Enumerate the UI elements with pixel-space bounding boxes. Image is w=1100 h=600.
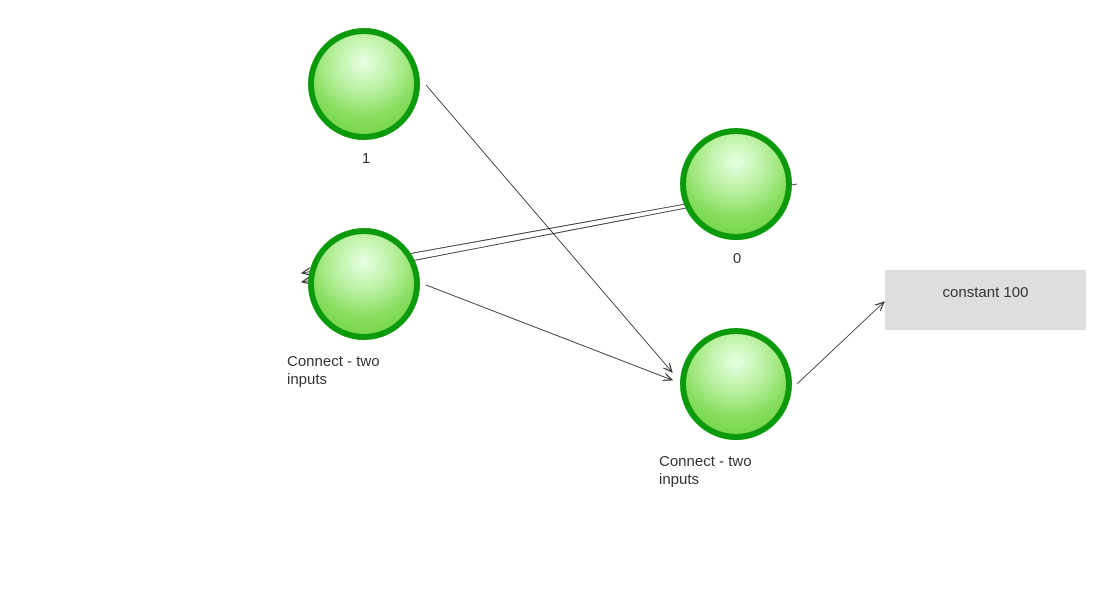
constant-box[interactable]: constant 100 <box>885 270 1086 330</box>
node-connect-left-label-line1: Connect - two <box>287 353 380 370</box>
node-connect-left-label: Connect - two inputs <box>287 353 427 389</box>
constant-box-label: constant 100 <box>942 284 1029 301</box>
edge-connect-right-to-constant[interactable] <box>796 302 884 385</box>
node-connect-right-label-line1: Connect - two <box>659 453 752 470</box>
node-connect-right-label-line2: inputs <box>659 471 700 488</box>
node-connect-left-circle[interactable] <box>308 228 420 340</box>
node-connect-right-label: Connect - two inputs <box>659 453 799 489</box>
node-connect-left-label-line2: inputs <box>287 371 328 388</box>
edge-connect-left-to-connect-right[interactable] <box>425 284 672 380</box>
node-0-label: 0 <box>732 250 742 267</box>
node-1-circle[interactable] <box>308 28 420 140</box>
node-connect-right-circle[interactable] <box>680 328 792 440</box>
node-0-circle[interactable] <box>680 128 792 240</box>
node-1-label: 1 <box>361 150 371 167</box>
